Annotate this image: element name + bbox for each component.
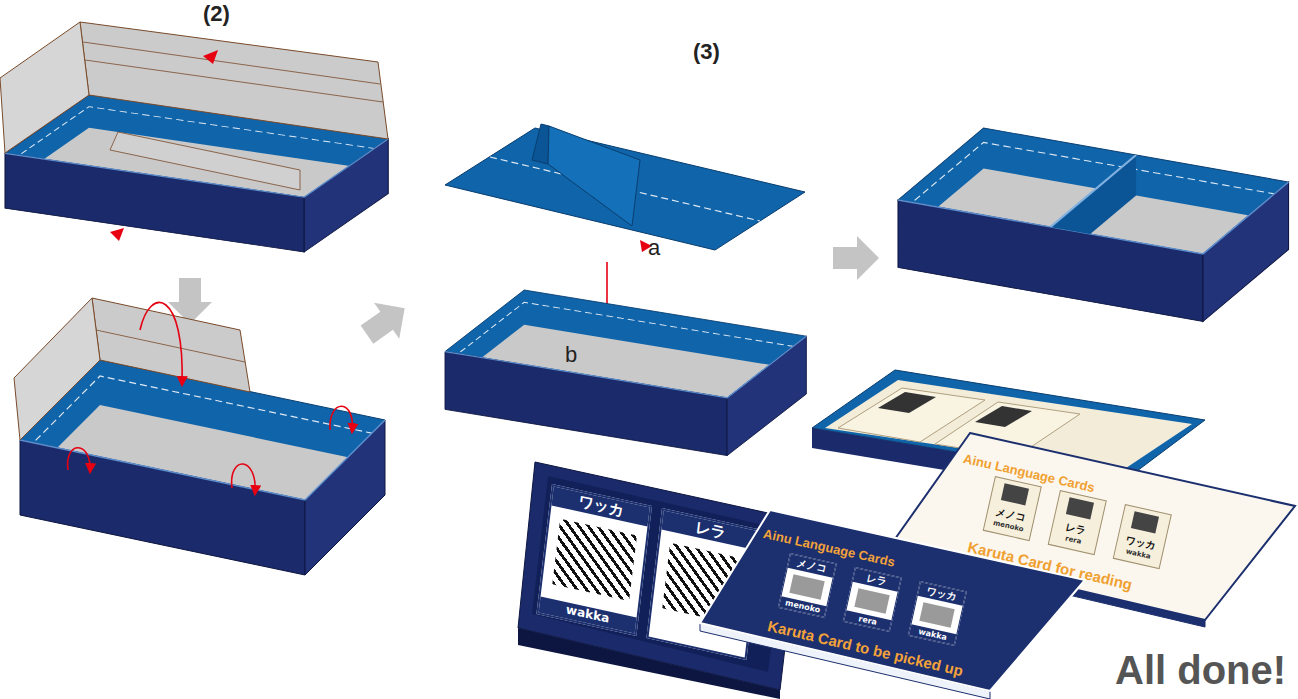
tray-step3 [445, 290, 806, 456]
divider-wall [1050, 155, 1136, 268]
back-flap [92, 298, 250, 392]
red-pointer [110, 228, 124, 241]
card-sketch [878, 392, 936, 413]
step-number: (3) [693, 40, 720, 64]
step-number: (2) [203, 2, 230, 26]
picture-card: ワッカ wakka [536, 484, 652, 636]
fold-arrow [232, 464, 256, 494]
fold-arrow [140, 303, 182, 385]
fold-line [83, 42, 380, 84]
side-flap [0, 22, 89, 153]
tray-finished [898, 128, 1289, 322]
completion-note: All done! [1115, 648, 1286, 692]
lid-top [890, 433, 1295, 620]
fold-line [85, 60, 383, 102]
card-word: レラ [661, 510, 759, 550]
callout-letter: a [648, 236, 660, 260]
step-arrow [833, 236, 879, 280]
fold-arrow [330, 406, 352, 432]
box-lid: Ainu Language CardsKaruta Card to be pic… [690, 505, 1090, 699]
tray-step2-fold [20, 360, 385, 575]
divider-edge [1050, 155, 1136, 227]
fold-line [96, 330, 245, 362]
divider-fin [548, 126, 640, 226]
step-arrow [354, 290, 417, 352]
card-sketch [975, 406, 1032, 427]
fold-arrow [68, 448, 90, 472]
back-flap [80, 22, 388, 139]
divider-fin [532, 124, 549, 164]
side-flap [14, 298, 100, 440]
card-romaji: wakka [539, 597, 637, 634]
card-word: ワッカ [551, 486, 649, 526]
front-flap [110, 132, 300, 190]
red-pointer [203, 50, 218, 64]
callout-letter: b [565, 343, 577, 367]
